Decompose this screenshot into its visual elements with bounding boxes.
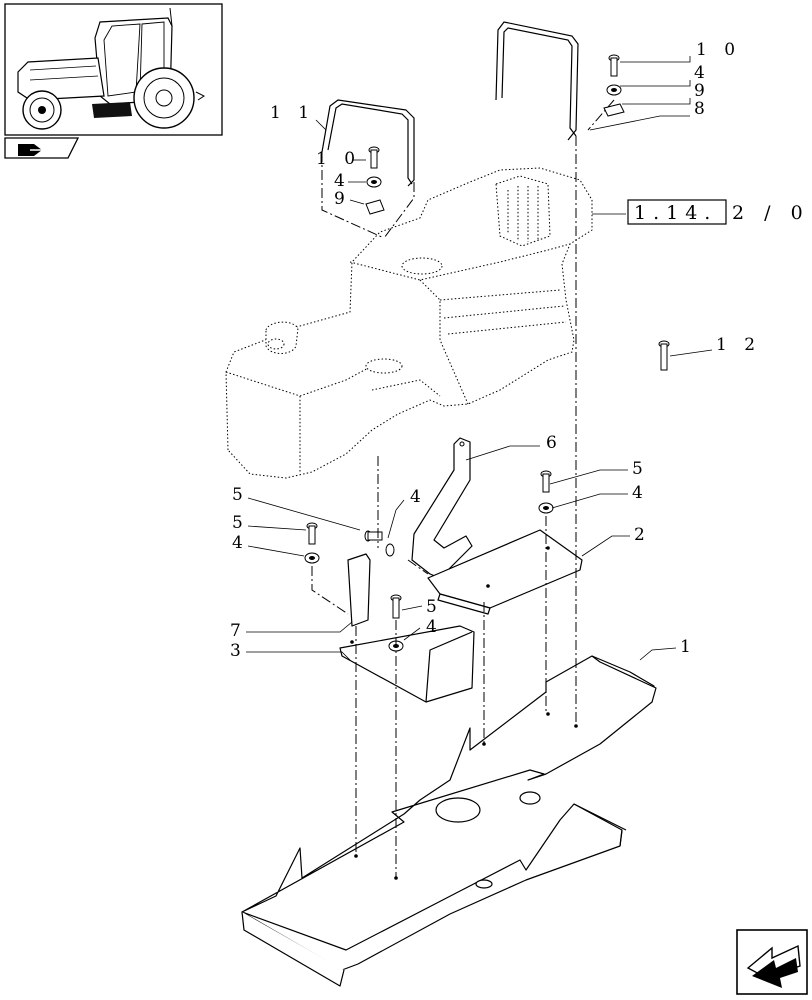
callout-9-left: 9 (334, 189, 351, 209)
callout-5-right: 5 (632, 459, 649, 479)
bolt-5-right (540, 470, 552, 493)
bolt-5-left (306, 522, 318, 545)
callout-4-plate3: 4 (426, 617, 443, 637)
callout-3: 3 (230, 641, 247, 661)
callout-7: 7 (230, 621, 247, 641)
callout-11: 1 1 (270, 103, 315, 123)
callout-2: 2 (634, 525, 651, 545)
tank-strap-right (495, 21, 579, 141)
washer-4-right-mid (538, 502, 554, 514)
plate-2 (427, 529, 583, 615)
callout-6: 6 (546, 433, 563, 453)
bracket-6 (411, 437, 473, 579)
callout-12: 1 2 (716, 335, 761, 355)
callout-10-top: 1 0 (696, 40, 741, 60)
callout-4-top: 4 (694, 63, 711, 83)
bolt-5-plate3 (390, 594, 402, 619)
callout-1: 1 (680, 637, 697, 657)
bracket-7 (347, 553, 371, 627)
tank-strap-left (321, 99, 415, 187)
plate-3 (339, 625, 475, 703)
washer-4-left (366, 176, 382, 188)
bolt-10-left (368, 146, 380, 169)
callout-4-left: 4 (334, 171, 351, 191)
reference-suffix: 2 / 0 (732, 202, 810, 224)
leader-lines (246, 56, 713, 661)
washer-4-left-mid (304, 552, 320, 564)
section-marker-icon (4, 137, 80, 159)
washer-4-right (606, 84, 622, 96)
base-plate-1 (241, 655, 657, 987)
bolt-5-tank (364, 530, 383, 542)
plate-9-right (603, 103, 625, 117)
callout-4-right: 4 (632, 483, 649, 503)
callout-10-left: 1 0 (316, 149, 361, 169)
bolt-12 (658, 340, 670, 371)
reference-boxed: 1.14. (634, 202, 717, 224)
bolt-10-right (608, 54, 620, 77)
washer-4-tank (385, 543, 395, 557)
assembly-lines (311, 99, 615, 878)
callout-4-left-mid: 4 (232, 533, 249, 553)
callout-9-top: 9 (694, 81, 711, 101)
callout-labels: 1 1 1 0 4 9 8 1 0 4 9 1 2 6 5 4 2 5 4 5 … (230, 40, 761, 661)
next-page-arrow-icon[interactable] (736, 929, 808, 995)
callout-4-tank: 4 (410, 487, 427, 507)
tractor-thumbnail-icon (4, 3, 223, 136)
callout-5-plate3: 5 (426, 597, 443, 617)
plate-9-left (365, 199, 385, 215)
fuel-tank-phantom (225, 167, 593, 479)
callout-5-tank: 5 (232, 485, 249, 505)
cross-reference[interactable]: 1.14. 2 / 0 (627, 199, 810, 225)
callout-8: 8 (694, 99, 711, 119)
callout-5-left: 5 (232, 513, 249, 533)
